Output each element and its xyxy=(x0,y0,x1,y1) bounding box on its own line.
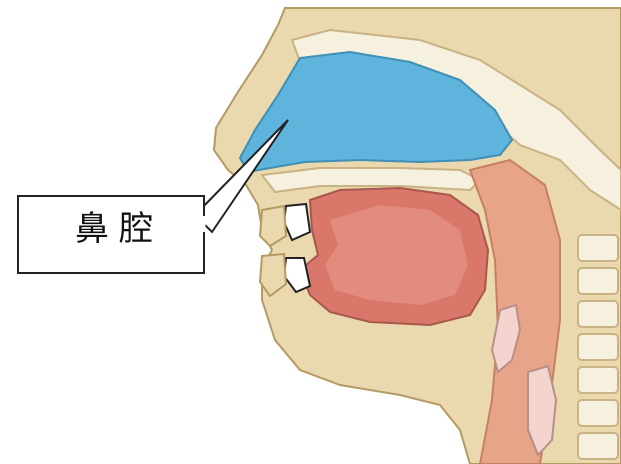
vertebra xyxy=(578,235,618,261)
vertebra xyxy=(578,433,618,459)
vertebra xyxy=(578,334,618,360)
larynx xyxy=(528,366,556,455)
vertebra xyxy=(578,268,618,294)
spine xyxy=(578,235,618,459)
vertebra xyxy=(578,367,618,393)
vertebra xyxy=(578,301,618,327)
nasal-cavity-label: 鼻腔 xyxy=(44,212,194,246)
vertebra xyxy=(578,400,618,426)
